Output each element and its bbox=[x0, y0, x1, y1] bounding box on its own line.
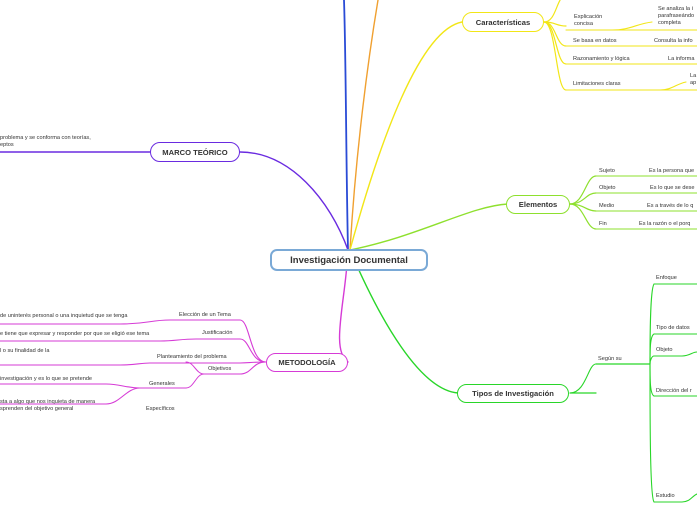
characteristics-item-label: Explicación concisa bbox=[574, 14, 603, 27]
theory-branch-line bbox=[239, 151, 349, 251]
objectives-general-label: Generales bbox=[149, 381, 175, 387]
characteristics-item-desc: La informa bbox=[668, 56, 695, 62]
elements-item-desc: Es la razón o el porq bbox=[639, 221, 691, 227]
characteristics-title: Características bbox=[475, 17, 531, 27]
methodology-title: METODOLOGÍA bbox=[278, 358, 336, 367]
types-item-label: Enfoque bbox=[656, 275, 677, 281]
objectives-general-desc: investigación y es lo que se pretende bbox=[0, 376, 93, 382]
theory-node[interactable]: MARCO TEÓRICO bbox=[150, 142, 240, 162]
characteristics-node[interactable]: Características bbox=[462, 12, 544, 32]
methodology-item-desc: de uninterés personal o una inquietud qu… bbox=[0, 313, 128, 319]
types-title: Tipos de Investigación bbox=[472, 389, 554, 398]
elements-item-label: Sujeto bbox=[599, 168, 615, 174]
methodology-item-desc: l o su finalidad de la bbox=[0, 348, 50, 354]
methodology-item-label: Elección de un Tema bbox=[179, 312, 231, 318]
elements-item-desc: Es lo que se dese bbox=[650, 185, 695, 191]
types-branch-line bbox=[349, 249, 459, 394]
objectives-label: Objetivos bbox=[208, 366, 232, 372]
types-item-label: Estudio bbox=[656, 493, 675, 499]
elements-item-desc: Es a través de lo q bbox=[647, 203, 694, 209]
elements-item-label: Medio bbox=[599, 203, 615, 209]
elements-node[interactable]: Elementos bbox=[506, 195, 570, 214]
characteristics-item-desc: La ap bbox=[690, 73, 697, 86]
blue-branch-line bbox=[343, 0, 349, 251]
methodology-item-label: Planteamiento del problema bbox=[157, 354, 227, 360]
objectives-specific-label: Específicos bbox=[146, 406, 175, 412]
characteristics-item-label: Razonamiento y lógica bbox=[573, 56, 630, 62]
theory-title: MARCO TEÓRICO bbox=[162, 147, 228, 157]
types-item-label: Dirección del r bbox=[656, 388, 692, 394]
theory-text: problema y se conforma con teorías, epto… bbox=[0, 135, 91, 148]
characteristics-item-desc: Se analiza la i parafraseándo completa bbox=[658, 6, 695, 26]
objectives-specific-desc: sta a algo que nos inquieta de manera sp… bbox=[0, 399, 96, 412]
characteristics-item-desc: Consulta la info bbox=[654, 38, 693, 44]
methodology-item-label: Justificación bbox=[202, 330, 233, 336]
methodology-node[interactable]: METODOLOGÍA bbox=[266, 353, 348, 372]
elements-item-desc: Es la persona que bbox=[649, 168, 695, 174]
orange-branch-line bbox=[349, 0, 379, 251]
central-topic[interactable]: Investigación Documental bbox=[270, 249, 428, 271]
elements-item-label: Fin bbox=[599, 221, 607, 227]
types-hub-label: Según su bbox=[598, 356, 622, 362]
characteristics-branch-line bbox=[349, 21, 463, 251]
methodology-item-desc: e tiene que expresar y responder por que… bbox=[0, 331, 150, 337]
characteristics-item-label: Limitaciones claras bbox=[573, 81, 621, 87]
types-node[interactable]: Tipos de Investigación bbox=[457, 384, 569, 403]
types-item-label: Tipo de datos bbox=[656, 325, 690, 331]
elements-item-label: Objeto bbox=[599, 185, 616, 191]
elements-branch-line bbox=[349, 203, 509, 251]
types-item-label: Objeto bbox=[656, 347, 673, 353]
characteristics-item-label: Se basa en datos bbox=[573, 38, 617, 44]
elements-title: Elementos bbox=[518, 200, 558, 209]
central-topic-title: Investigación Documental bbox=[290, 254, 408, 266]
